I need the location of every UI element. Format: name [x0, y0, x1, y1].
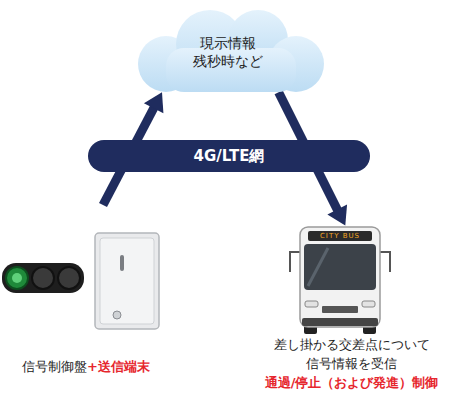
bus-node: 差し掛かる交差点について 信号情報を受信通過/停止（および発進）制御 — [248, 222, 455, 400]
receive-label: 差し掛かる交差点について 信号情報を受信 — [271, 336, 433, 374]
red-lamp — [58, 267, 80, 289]
bus-windshield — [304, 244, 376, 290]
windshield-glare — [308, 248, 328, 286]
cloud-text: 現示情報 残秒時など — [182, 34, 274, 70]
terminal-label: +送信端末 — [87, 359, 150, 374]
bus-sign-text: CITY BUS — [308, 231, 372, 241]
network-band: 4G/LTE網 — [88, 140, 370, 172]
controller-caption: 信号制御盤+送信端末 — [0, 358, 172, 376]
cloud-text-wrap: 現示情報 残秒時など — [118, 34, 338, 70]
control-label: 通過/停止（および発進）制御 — [265, 374, 439, 393]
control-cabinet — [95, 233, 159, 329]
cabinet-door — [100, 238, 154, 324]
cloud-shape — [118, 4, 338, 100]
bus-illustration — [248, 222, 455, 400]
bus-headlight — [362, 301, 375, 307]
cloud-node: 現示情報 残秒時など — [118, 4, 338, 100]
bus-body — [300, 227, 380, 327]
bus-caption: 差し掛かる交差点について 信号情報を受信通過/停止（および発進）制御 — [248, 336, 455, 393]
controller-label: 信号制御盤 — [22, 359, 87, 374]
bus-caption-line: 差し掛かる交差点について 信号情報を受信 — [248, 336, 455, 374]
cabinet-lock — [113, 311, 121, 319]
bus-grille — [322, 306, 358, 313]
arrow-head — [144, 92, 163, 113]
bus-caption-line: 通過/停止（および発進）制御 — [248, 374, 455, 393]
bus-mirror — [380, 252, 390, 272]
cabinet-handle — [120, 255, 124, 271]
green-lamp-glow — [12, 273, 22, 283]
bus-mirror — [290, 252, 300, 272]
signal-housing — [2, 263, 84, 293]
yellow-lamp — [32, 267, 54, 289]
band-label: 4G/LTE網 — [194, 147, 265, 166]
bus-headlight — [305, 301, 318, 307]
arrow-head — [327, 205, 347, 226]
signal-controller-node: 信号制御盤+送信端末 — [0, 205, 200, 395]
bus-sign — [308, 231, 372, 241]
bus-bumper — [302, 318, 378, 326]
green-lamp — [6, 267, 28, 289]
